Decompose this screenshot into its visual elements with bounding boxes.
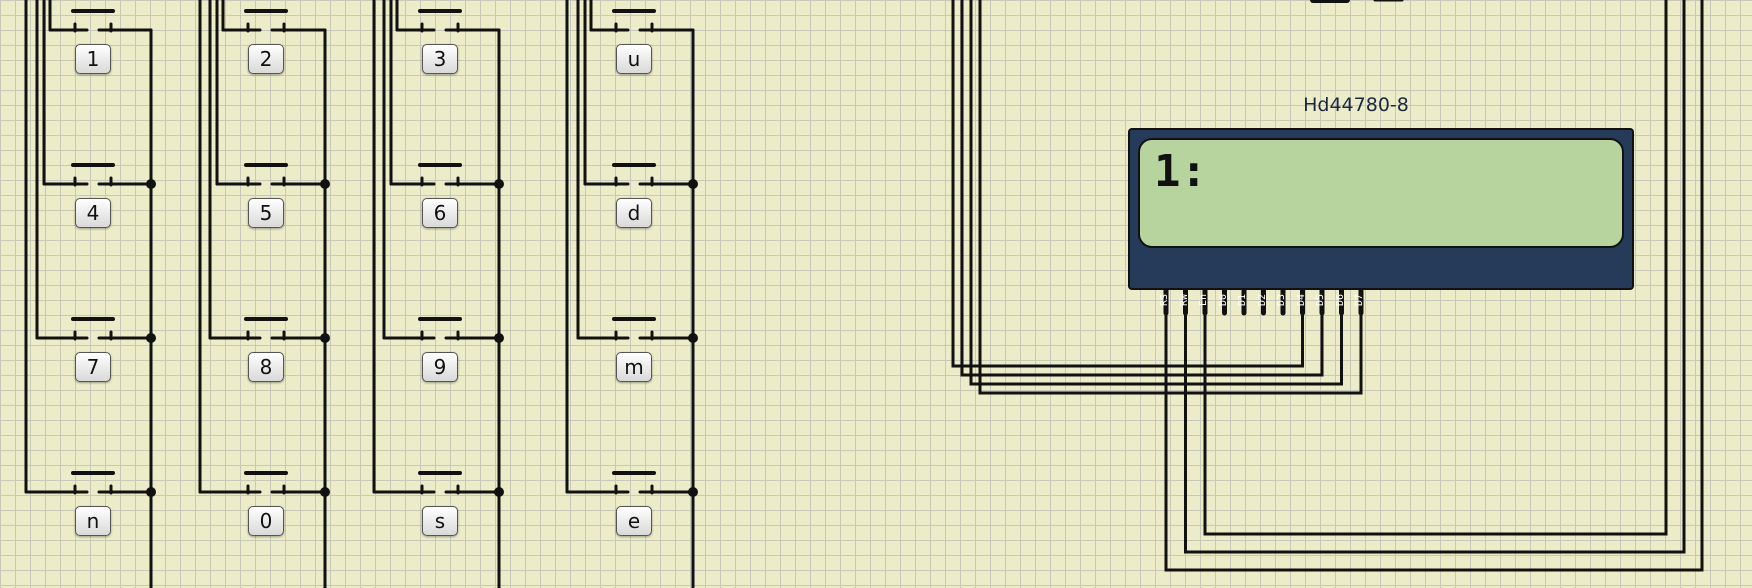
- keypad-key[interactable]: 5: [248, 198, 284, 228]
- keypad-key[interactable]: u: [616, 44, 652, 74]
- keypad-key[interactable]: d: [616, 198, 652, 228]
- keypad-key[interactable]: 2: [248, 44, 284, 74]
- keypad-key[interactable]: m: [616, 352, 652, 382]
- junction-dot: [494, 179, 504, 189]
- keypad-key[interactable]: 7: [75, 352, 111, 382]
- junction-dot: [320, 487, 330, 497]
- lcd-pin-label: RS: [1159, 293, 1170, 306]
- keypad-key[interactable]: 6: [422, 198, 458, 228]
- lcd-pin-label: D1: [1237, 293, 1248, 306]
- junction-dot: [146, 333, 156, 343]
- junction-dot: [688, 179, 698, 189]
- control-wire: [1203, 0, 1668, 536]
- keypad-key[interactable]: 8: [248, 352, 284, 382]
- lcd-pin-label: D5: [1315, 293, 1326, 306]
- keypad-key[interactable]: 9: [422, 352, 458, 382]
- lcd-pin-label: D0: [1217, 293, 1229, 306]
- data-bus-wire: [978, 0, 1363, 395]
- lcd-pin-label: En: [1198, 293, 1209, 306]
- lcd-display[interactable]: 1:: [1128, 128, 1634, 290]
- lcd-screen: 1:: [1138, 138, 1624, 248]
- keypad-key[interactable]: e: [616, 506, 652, 536]
- keypad-key[interactable]: 1: [75, 44, 111, 74]
- data-bus-wire: [969, 0, 1343, 386]
- junction-dot: [146, 179, 156, 189]
- junction-dot: [688, 487, 698, 497]
- control-wire: [1164, 0, 1704, 572]
- keypad-key[interactable]: n: [75, 506, 111, 536]
- keypad-key[interactable]: 3: [422, 44, 458, 74]
- keypad-key[interactable]: 4: [75, 198, 111, 228]
- junction-dot: [494, 487, 504, 497]
- keypad-key[interactable]: 0: [248, 506, 284, 536]
- junction-dot: [320, 179, 330, 189]
- data-bus-wire: [960, 0, 1324, 377]
- junction-dot: [146, 487, 156, 497]
- data-bus-wire: [951, 0, 1304, 368]
- junction-dot: [494, 333, 504, 343]
- lcd-pin-label: D2: [1256, 293, 1268, 306]
- lcd-pin-label: D4: [1295, 293, 1307, 306]
- lcd-pin-label: D6: [1334, 293, 1346, 306]
- lcd-text: 1:: [1154, 146, 1207, 197]
- keypad-key[interactable]: s: [422, 506, 458, 536]
- lcd-pin-label: D3: [1276, 293, 1287, 306]
- lcd-pin-label: D7: [1354, 293, 1365, 306]
- lcd-pin-label: RW: [1178, 293, 1190, 306]
- lcd-title: Hd44780-8: [1303, 94, 1409, 116]
- junction-dot: [320, 333, 330, 343]
- junction-dot: [688, 333, 698, 343]
- control-wire: [1184, 0, 1686, 554]
